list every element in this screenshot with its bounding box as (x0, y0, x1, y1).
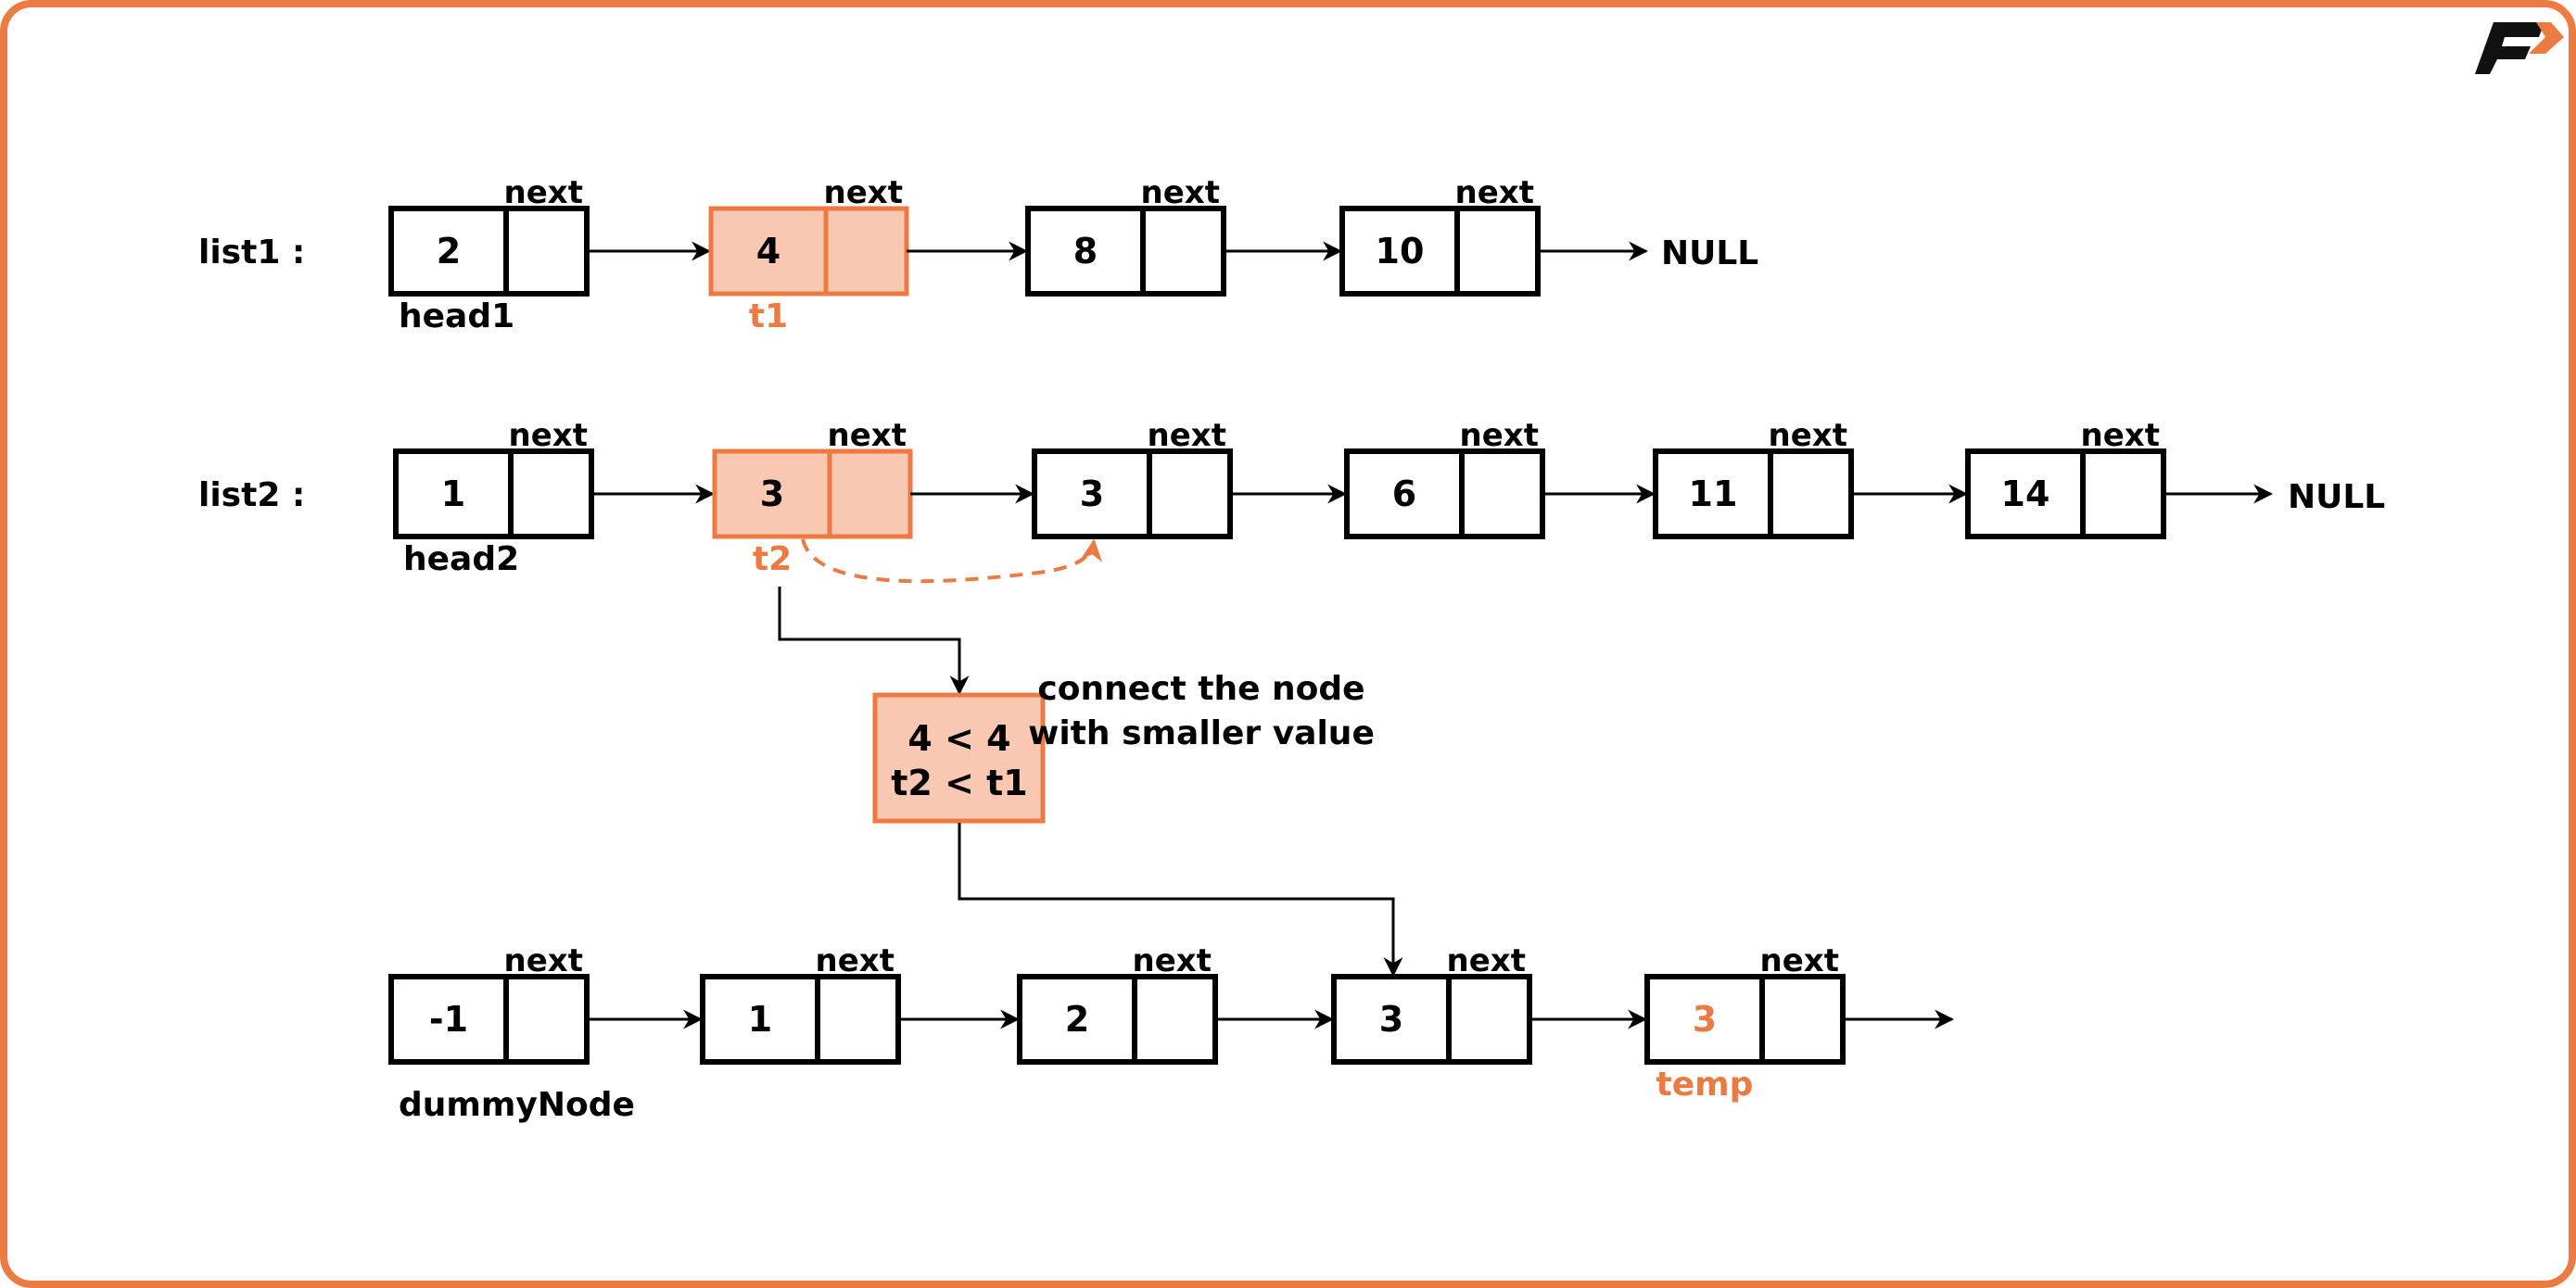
result-row: -1 next dummyNode 1 next 2 next 3 next 3 next temp (388, 942, 1955, 1124)
node-box (1025, 206, 1226, 297)
pointer-label-head2: head2 (403, 540, 519, 578)
pointer-label-t1: t1 (749, 297, 788, 335)
result-node: -1 next dummyNode (388, 942, 635, 1124)
compare-note-line1: connect the node (1037, 670, 1364, 708)
f-arrow-logo-icon (2475, 22, 2564, 74)
list1-node: 10 next (1339, 174, 1541, 297)
result-node: 3 next temp (1644, 942, 1846, 1104)
compare-pointers: t2 < t1 (891, 763, 1028, 803)
pointer-label-t2: t2 (753, 540, 792, 578)
node-value: 8 (1073, 231, 1098, 271)
next-label: next (509, 417, 588, 454)
node-value: 3 (1693, 999, 1717, 1040)
node-box (712, 448, 913, 539)
node-box (1644, 974, 1846, 1065)
node-value: 11 (1689, 474, 1738, 514)
pointer-label-head1: head1 (399, 297, 514, 335)
compare-note-line2: with smaller value (1028, 714, 1375, 752)
t2-to-compare-connector (778, 587, 970, 696)
node-box (708, 206, 909, 297)
node-value: 4 (756, 231, 780, 271)
list1-node: 2 next head1 (388, 174, 590, 335)
list1-label: list1 : (198, 234, 305, 271)
next-label: next (1148, 417, 1226, 454)
node-value: 2 (1065, 999, 1089, 1040)
node-box (1965, 448, 2166, 539)
list2-null-label: NULL (2288, 478, 2385, 516)
node-value: 3 (1080, 474, 1104, 514)
next-label: next (1460, 417, 1539, 454)
next-label: next (504, 174, 583, 211)
node-box (1344, 448, 1545, 539)
t2-advance-arrow (801, 538, 1103, 584)
next-label: next (1455, 174, 1534, 211)
node-box (388, 206, 590, 297)
compare-to-result-connector (958, 823, 1403, 978)
list2-node: 3 next t2 (712, 417, 913, 578)
node-box (1339, 206, 1541, 297)
list1-null-label: NULL (1661, 234, 1758, 272)
list1-node: 4 next t1 (708, 174, 909, 335)
list2-row: 1 next head2 3 next t2 3 next 6 next 11 next 14 next (393, 417, 2274, 578)
result-node: 2 next (1017, 942, 1218, 1065)
node-box (700, 974, 901, 1065)
node-value: 14 (2001, 474, 2050, 514)
node-box (388, 974, 590, 1065)
node-box (1653, 448, 1854, 539)
list2-label: list2 : (198, 476, 305, 514)
list2-node: 14 next (1965, 417, 2166, 539)
next-label: next (828, 417, 907, 454)
list1-row: 2 next head1 4 next t1 8 next 10 next (388, 174, 1649, 335)
next-label: next (2081, 417, 2160, 454)
compare-box (872, 692, 1046, 824)
result-node: 3 next (1331, 942, 1532, 1065)
result-node: 1 next (700, 942, 901, 1065)
next-label: next (1447, 942, 1526, 979)
next-label: next (1141, 174, 1220, 211)
next-label: next (1760, 942, 1839, 979)
node-value: 1 (441, 474, 465, 514)
list2-node: 11 next (1653, 417, 1854, 539)
node-box (1331, 974, 1532, 1065)
node-box (1032, 448, 1233, 539)
node-box (1017, 974, 1218, 1065)
next-label: next (816, 942, 895, 979)
node-value: 1 (748, 999, 772, 1040)
node-value: 3 (760, 474, 784, 514)
node-value: 10 (1376, 231, 1425, 271)
list2-node: 6 next (1344, 417, 1545, 539)
node-value: -1 (429, 999, 468, 1040)
compare-values: 4 < 4 (907, 718, 1010, 759)
next-label: next (1769, 417, 1847, 454)
next-label: next (824, 174, 903, 211)
pointer-label-temp: temp (1656, 1066, 1754, 1104)
pointer-label-dummyNode: dummyNode (399, 1086, 635, 1124)
node-value: 3 (1379, 999, 1403, 1040)
node-value: 6 (1392, 474, 1416, 514)
node-value: 2 (437, 231, 461, 271)
node-box (393, 448, 594, 539)
next-label: next (504, 942, 583, 979)
next-label: next (1133, 942, 1212, 979)
